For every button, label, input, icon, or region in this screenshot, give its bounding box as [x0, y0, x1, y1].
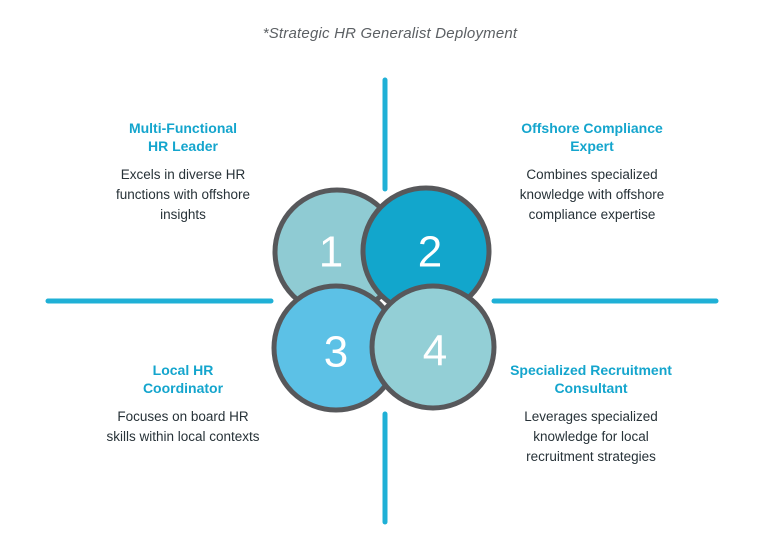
- quadrant-top-right-heading: Offshore Compliance Expert: [521, 120, 663, 154]
- quadrant-top-left-heading: Multi-Functional HR Leader: [128, 120, 238, 154]
- quadrant-top-right-body: Combines specialized knowledge with offs…: [519, 167, 665, 222]
- circle-2-number: 2: [418, 228, 442, 277]
- quadrant-bottom-right-body: Leverages specialized knowledge for loca…: [524, 409, 658, 464]
- quadrant-top-right: Offshore Compliance Expert Combines spec…: [477, 119, 707, 225]
- quadrant-bottom-right: Specialized Recruitment Consultant Lever…: [476, 361, 706, 467]
- diagram-title: *Strategic HR Generalist Deployment: [262, 25, 518, 42]
- quadrant-bottom-right-heading: Specialized Recruitment Consultant: [510, 362, 672, 396]
- circle-4-number: 4: [423, 327, 447, 376]
- quadrant-top-left: Multi-Functional HR Leader Excels in div…: [68, 119, 298, 225]
- circle-1-number: 1: [319, 228, 343, 277]
- quadrant-top-left-body: Excels in diverse HR functions with offs…: [115, 167, 251, 222]
- quadrant-bottom-left-body: Focuses on board HR skills within local …: [106, 409, 260, 444]
- quadrant-bottom-left: Local HR Coordinator Focuses on board HR…: [68, 361, 298, 447]
- quadrant-bottom-left-heading: Local HR Coordinator: [142, 362, 224, 396]
- circle-4: [369, 283, 497, 411]
- circle-3-number: 3: [324, 328, 348, 377]
